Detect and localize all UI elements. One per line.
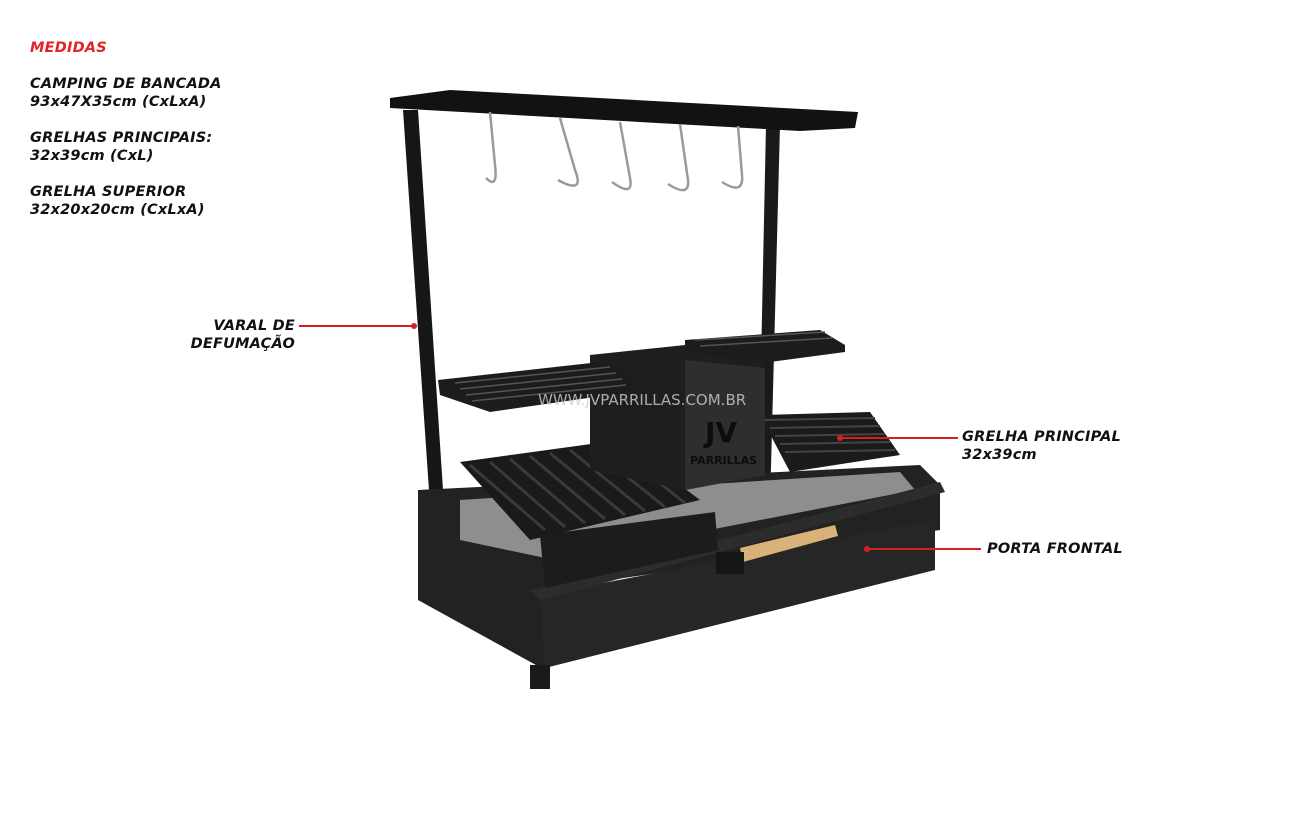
callout-grelha-principal: GRELHA PRINCIPAL 32x39cm bbox=[962, 428, 1121, 464]
callout-dot bbox=[837, 435, 843, 441]
callout-label: GRELHA PRINCIPAL bbox=[962, 429, 1121, 445]
spec-title: GRELHAS PRINCIPAIS: bbox=[30, 130, 213, 146]
callout-dot bbox=[864, 546, 870, 552]
callout-line bbox=[867, 548, 981, 550]
specs-heading: MEDIDAS bbox=[30, 40, 107, 56]
callout-porta-frontal: PORTA FRONTAL bbox=[987, 540, 1123, 558]
callout-label: PORTA FRONTAL bbox=[987, 541, 1123, 557]
callout-line bbox=[299, 325, 413, 327]
specs-block: MEDIDAS CAMPING DE BANCADA 93x47X35cm (C… bbox=[30, 39, 222, 219]
watermark: WWW.JVPARRILLAS.COM.BR bbox=[538, 391, 746, 409]
spec-value: 93x47X35cm (CxLxA) bbox=[30, 94, 207, 110]
callout-varal: VARAL DE DEFUMAÇÃO bbox=[191, 317, 295, 353]
spec-title: GRELHA SUPERIOR bbox=[30, 184, 187, 200]
spec-value: 32x39cm (CxL) bbox=[30, 148, 154, 164]
logo-name: PARRILLAS bbox=[690, 454, 757, 467]
callout-label: VARAL DE bbox=[213, 318, 295, 334]
callout-label: 32x39cm bbox=[962, 447, 1037, 463]
spec-value: 32x20x20cm (CxLxA) bbox=[30, 202, 205, 218]
callout-label: DEFUMAÇÃO bbox=[190, 336, 295, 352]
logo-mark: JV bbox=[703, 416, 737, 449]
callout-line bbox=[840, 437, 958, 439]
callout-dot bbox=[411, 323, 417, 329]
spec-title: CAMPING DE BANCADA bbox=[30, 76, 222, 92]
hooks bbox=[485, 111, 744, 192]
